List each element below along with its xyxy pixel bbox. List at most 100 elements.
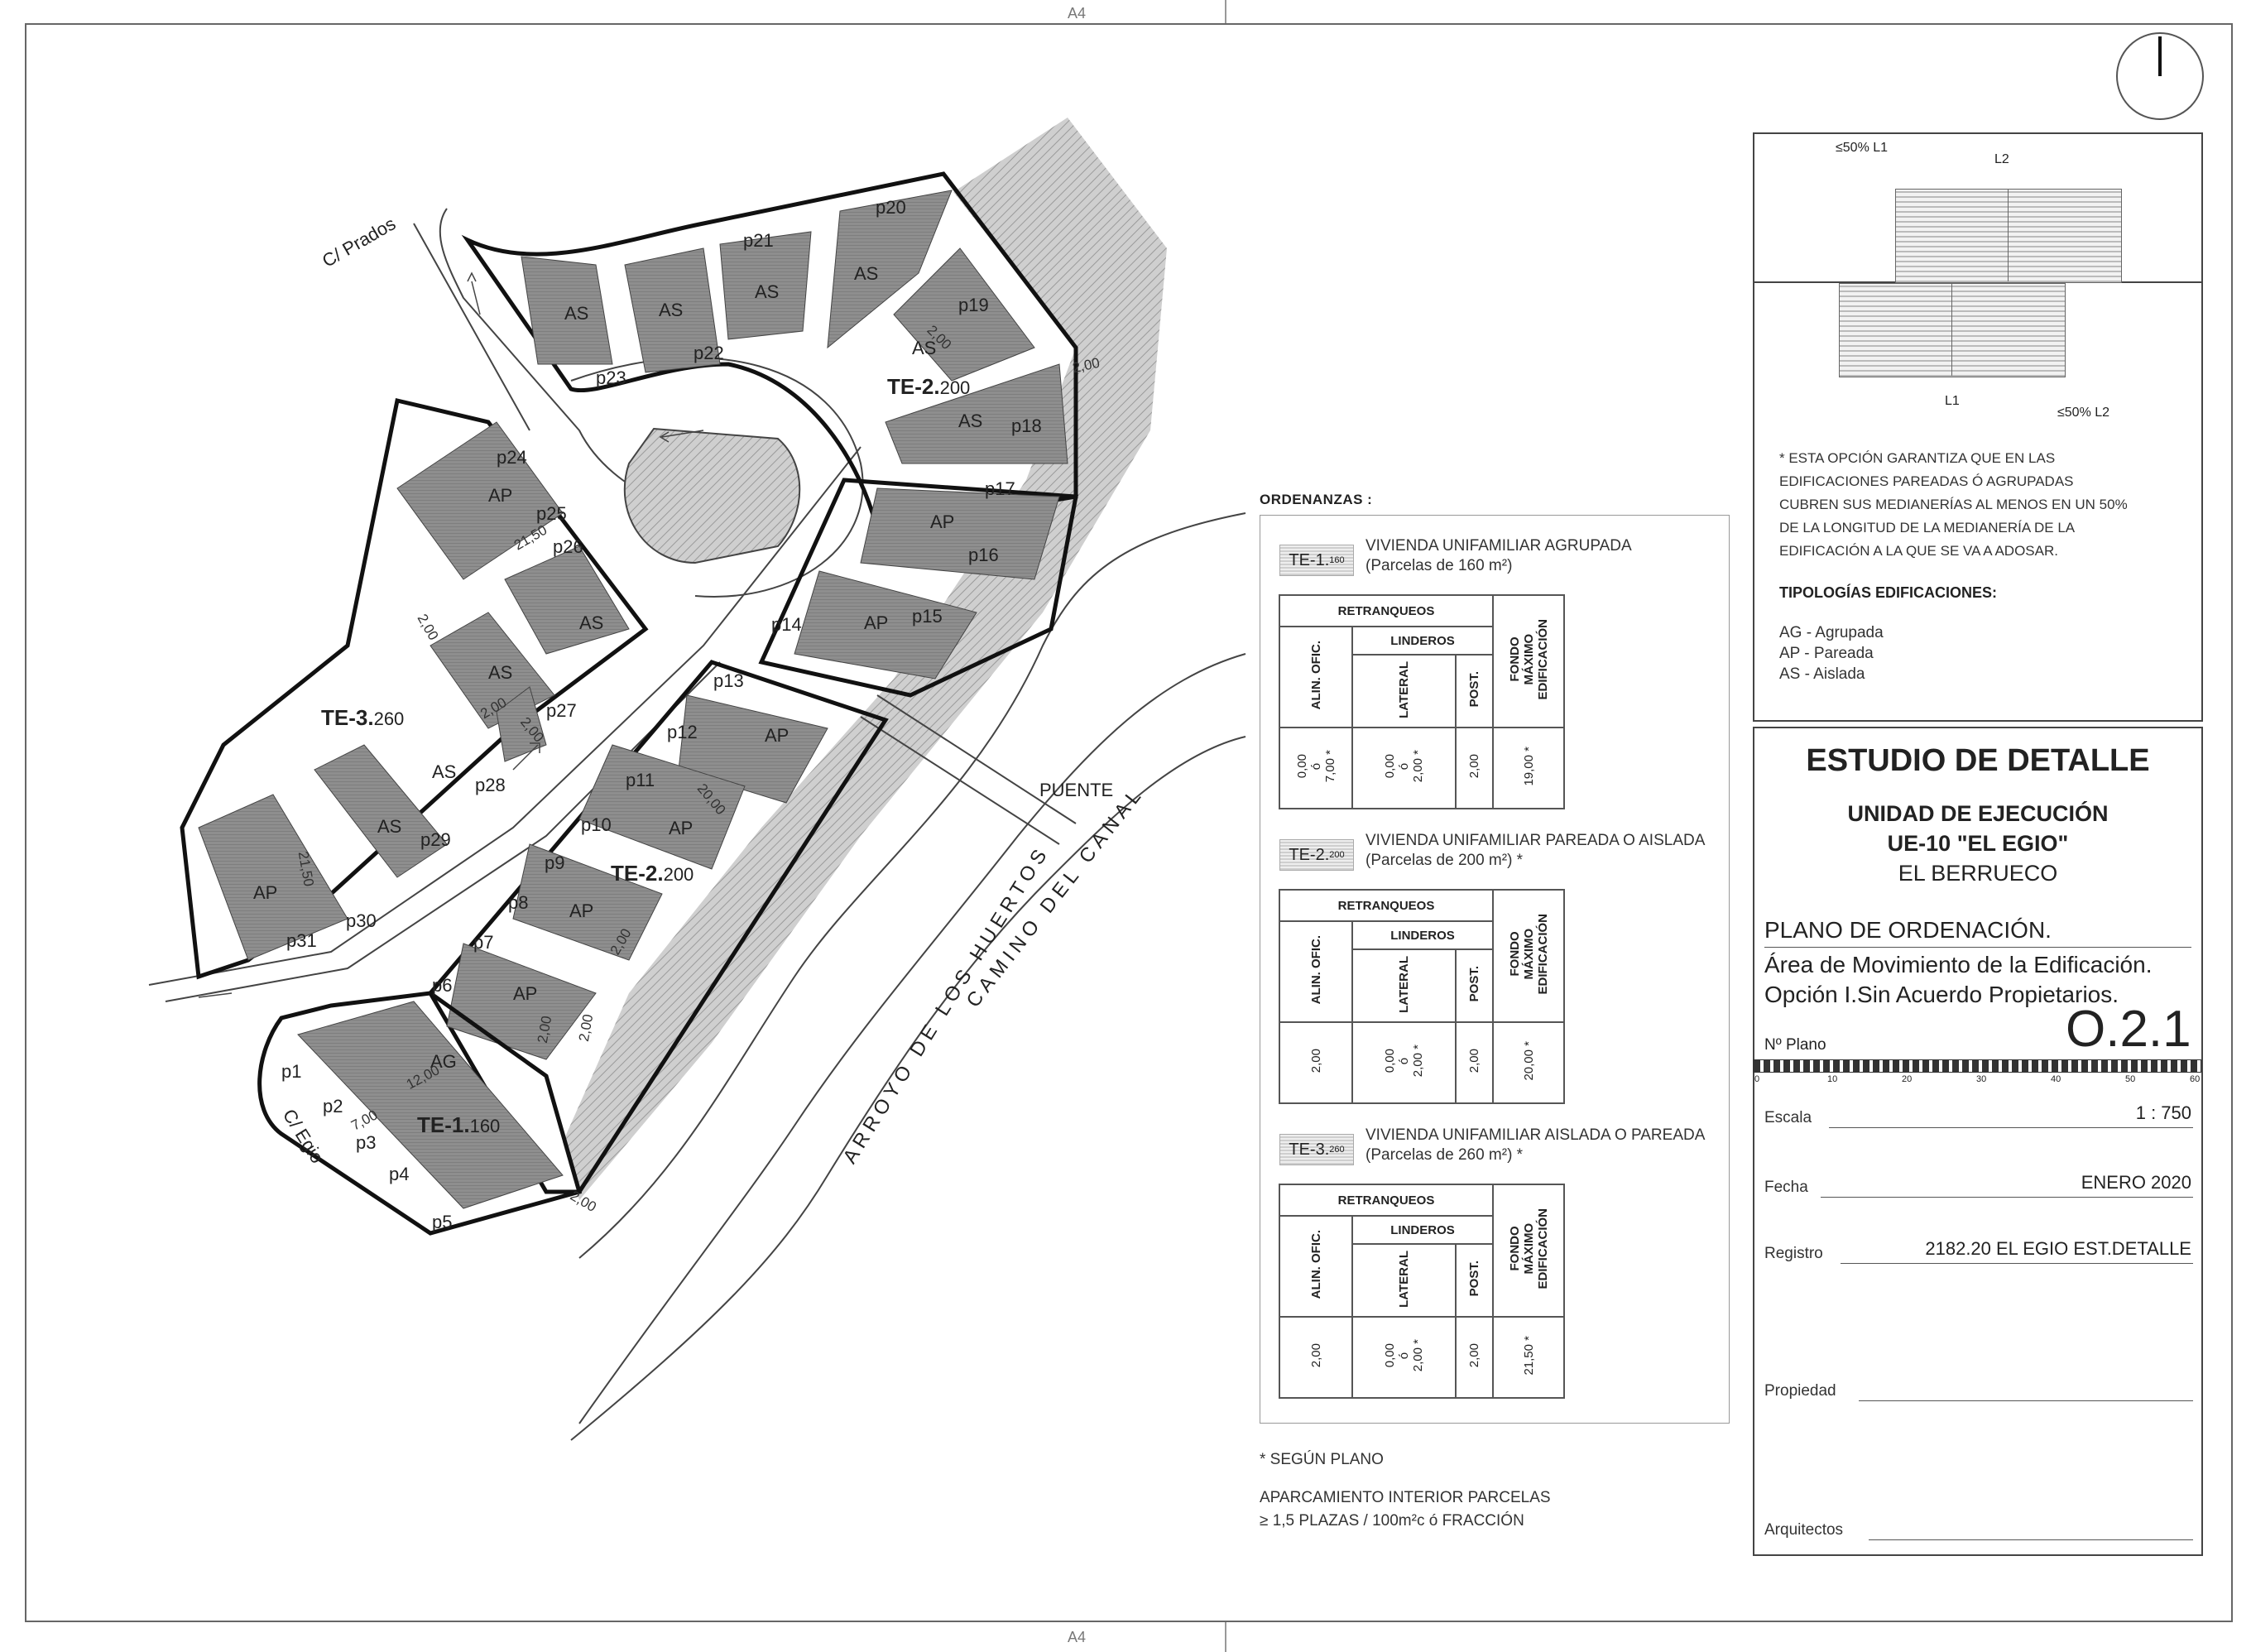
block-north (461, 171, 1078, 532)
label-puente: PUENTE (1039, 780, 1114, 800)
zone-label: TE-2.200 (611, 861, 694, 886)
fecha-value: ENERO 2020 (2081, 1172, 2191, 1193)
fold-mark-top (1225, 0, 1226, 23)
block-south-west (257, 991, 583, 1236)
parcel-label: p20 (876, 197, 906, 218)
fold-mark-bottom (1225, 1622, 1226, 1652)
road-arrows (198, 271, 704, 998)
typology-label: AG (430, 1051, 457, 1072)
legend-item: VIVIENDA UNIFAMILIAR AGRUPADA(Parcelas d… (1365, 537, 1632, 574)
unit-line-2: UE-10 "EL EGIO" (1887, 831, 2069, 856)
arroyo-line-2 (578, 653, 1246, 1424)
plano-label: Nº Plano (1764, 1036, 1826, 1054)
fecha-label: Fecha (1764, 1179, 1808, 1196)
north-arrow-icon (2116, 32, 2204, 120)
parcel-label: p14 (771, 614, 802, 635)
escala-value: 1 : 750 (2135, 1102, 2191, 1123)
parcel-label: p30 (346, 910, 377, 931)
registro-line (1841, 1263, 2193, 1264)
typology-label: AS (377, 816, 402, 837)
site-plan-map (148, 118, 1246, 1441)
parcel-label: p23 (596, 367, 626, 388)
parcel-label: p1 (281, 1061, 302, 1082)
dim-l2-bottom: ≤50% L2 (2057, 406, 2110, 420)
zone-chip-te2: TE-2.200 (1279, 839, 1354, 871)
typology-label: AS (755, 281, 780, 302)
parcel-label: p31 (286, 930, 317, 951)
camino-line (570, 736, 1246, 1441)
parcel-label: p6 (432, 975, 453, 996)
title: ESTUDIO DE DETALLE (1806, 743, 2150, 778)
zone-label: TE-3.260 (321, 705, 405, 730)
legend-title: ORDENANZAS : (1260, 492, 1373, 507)
parcel-label: p19 (958, 295, 989, 315)
typology-label: AS (659, 300, 684, 320)
parcel-label: p12 (667, 722, 698, 742)
sheet-frame (25, 23, 2233, 1622)
parcel-label: p3 (356, 1132, 377, 1153)
west-buildings (198, 421, 630, 961)
note-segun-plano: * SEGÚN PLANO (1260, 1451, 1384, 1468)
green-strip-hatched (563, 118, 1167, 1200)
typology-label: AP (765, 725, 790, 746)
typology-label: AP (488, 485, 513, 506)
south-west-buildings (297, 1001, 564, 1209)
typology-label: AS (958, 411, 983, 431)
propiedad-line (1859, 1400, 2193, 1401)
diagram-l2-mid (2008, 189, 2009, 281)
escala-line (1829, 1127, 2193, 1128)
zone-chip-te1: TE-1.160 (1279, 545, 1354, 576)
diagram-l1-block (1839, 283, 2066, 377)
parcel-label: p24 (497, 447, 527, 468)
main-street-edge-2 (165, 661, 721, 1002)
arquitectos-label: Arquitectos (1764, 1521, 1844, 1539)
plan-desc-2: Opción I.Sin Acuerdo Propietarios. (1764, 982, 2119, 1007)
plan-desc-1: Área de Movimiento de la Edificación. (1764, 952, 2153, 977)
typology-label: AS (912, 338, 937, 358)
diagram-l1-mid (1951, 283, 1952, 376)
typology-label: AS (579, 612, 604, 633)
parcel-label: p21 (743, 230, 774, 251)
plan-underline (1764, 947, 2191, 948)
sheet-size-mark-top: A4 (1068, 5, 1087, 22)
arroyo-line-1 (578, 512, 1246, 1259)
parcel-label: p26 (553, 536, 583, 557)
sheet-size-mark-bottom: A4 (1068, 1629, 1087, 1645)
parcel-label: p16 (968, 545, 999, 565)
parcel-label: p28 (475, 775, 506, 795)
parcel-label: p9 (545, 852, 565, 873)
parcel-label: p18 (1011, 415, 1042, 436)
unit-line-1: UNIDAD DE EJECUCIÓN (1847, 801, 2109, 826)
title-block (1753, 727, 2203, 1556)
parcel-label: p17 (985, 478, 1015, 499)
block-east (758, 478, 1078, 698)
parking-note-1: APARCAMIENTO INTERIOR PARCELAS (1260, 1489, 1551, 1506)
typology-label: AP (864, 612, 889, 633)
zone-chip-te3: TE-3.260 (1279, 1134, 1354, 1165)
puente-bridge (860, 694, 1077, 845)
registro-label: Registro (1764, 1245, 1823, 1262)
north-buildings (521, 190, 1068, 464)
main-street-edge (148, 446, 862, 986)
arquitectos-line (1869, 1539, 2193, 1540)
roundabout-island (623, 427, 801, 564)
parcel-label: p11 (626, 770, 655, 790)
dim-l1-top: ≤50% L1 (1836, 141, 1889, 155)
registro-value: 2182.20 EL EGIO EST.DETALLE (1925, 1238, 2191, 1259)
typology-label: AP (930, 511, 955, 532)
typology-label: AP (669, 818, 694, 838)
parcel-label: p22 (694, 343, 724, 363)
parcel-label: p5 (432, 1212, 453, 1232)
parcel-label: p29 (420, 829, 451, 850)
zone-label: TE-1.160 (417, 1112, 501, 1137)
parcel-label: p8 (508, 892, 529, 913)
legend-item: VIVIENDA UNIFAMILIAR PAREADA O AISLADA(P… (1365, 832, 1706, 869)
typology-label: AP (513, 983, 538, 1004)
parcel-label: p7 (473, 932, 494, 953)
typology-label: AP (253, 882, 278, 903)
typology-label: AS (432, 761, 457, 782)
graphic-scale-bar (1753, 1059, 2201, 1073)
